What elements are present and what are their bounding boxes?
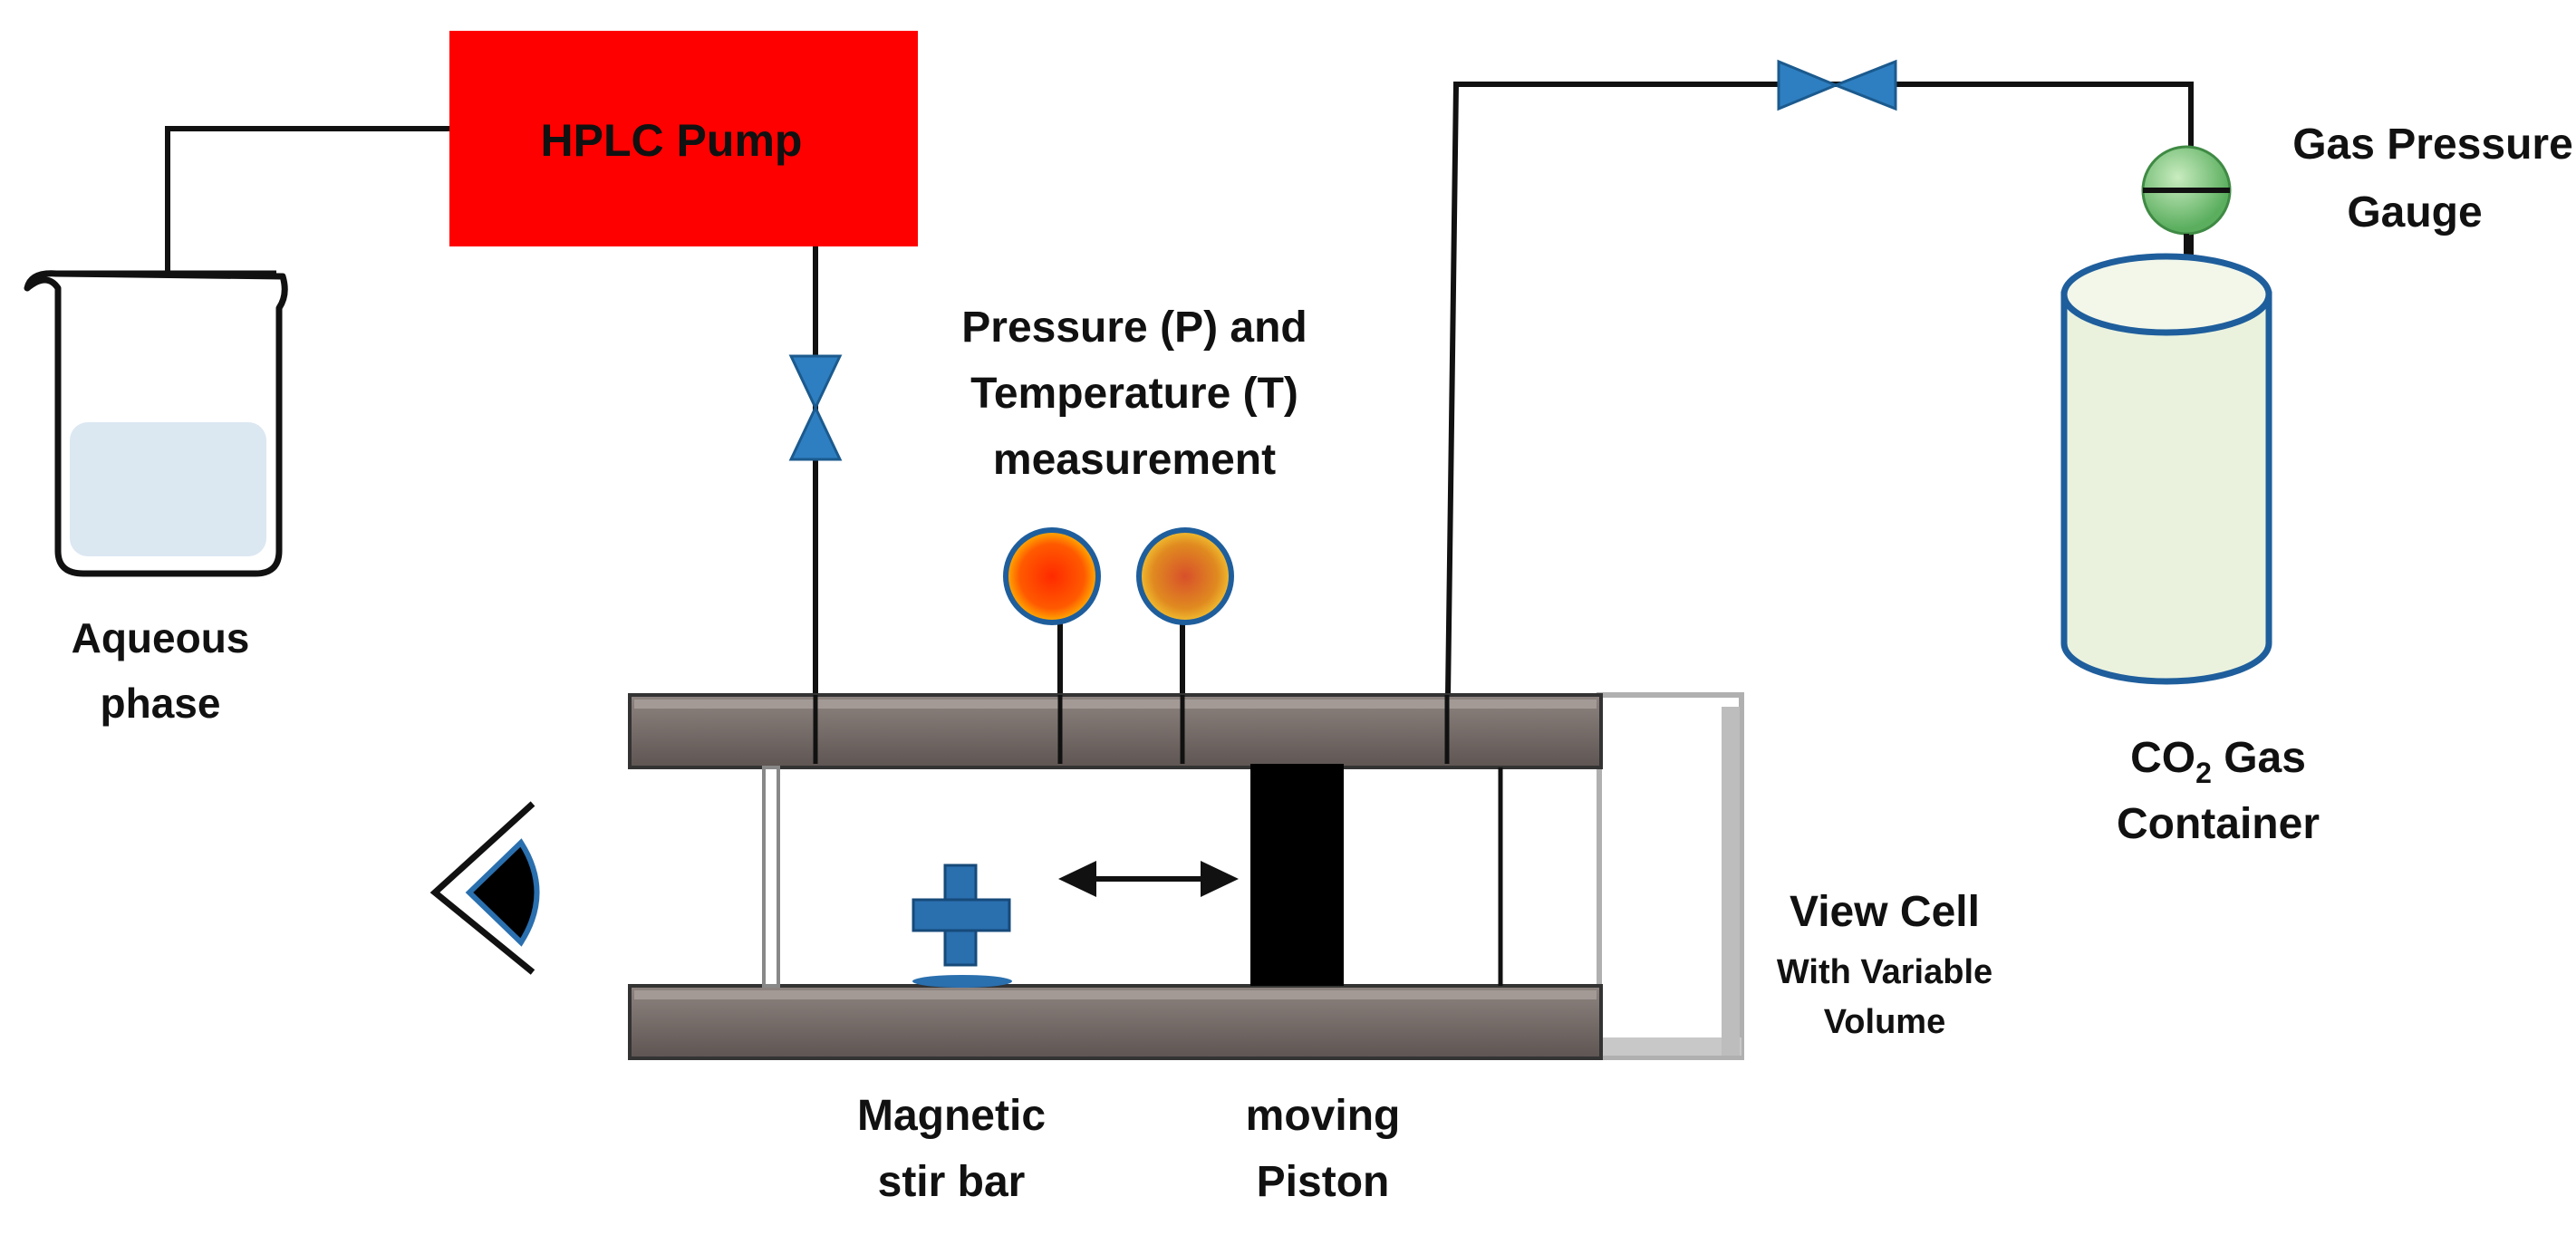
pt-label-line1: Pressure (P) and	[961, 304, 1307, 352]
pt-label-line2: Temperature (T)	[970, 370, 1298, 418]
aqueous-feed-line	[165, 126, 449, 272]
gas-cylinder-icon	[2060, 253, 2272, 685]
stir-bar-icon	[912, 864, 1012, 988]
view-cell-label-line3: Volume	[1824, 1003, 1945, 1041]
double-arrow-icon	[1058, 861, 1239, 897]
temperature-sensor-icon	[1136, 527, 1234, 625]
beaker-icon	[24, 270, 288, 577]
co2-label-line1: CO2 Gas	[2130, 734, 2306, 789]
pt-label-line3: measurement	[993, 436, 1276, 484]
hplc-pump: HPLC Pump	[449, 31, 918, 246]
view-cell	[628, 692, 1744, 1060]
gas-valve-icon	[1777, 59, 1897, 111]
co2-suffix: Gas	[2212, 734, 2306, 782]
gas-gauge-label-line1: Gas Pressure	[2292, 121, 2573, 169]
view-cell-label-line1: View Cell	[1790, 888, 1980, 936]
aqueous-label-line2: phase	[101, 680, 221, 727]
pressure-gauge-icon	[2141, 145, 2232, 267]
piston-label-line2: Piston	[1257, 1158, 1390, 1206]
stir-bar-label-line1: Magnetic	[857, 1092, 1046, 1140]
aqueous-label-line1: Aqueous	[72, 614, 250, 661]
valve-icon	[788, 354, 843, 461]
stir-bar-label-line2: stir bar	[878, 1158, 1026, 1206]
eye-icon	[429, 801, 540, 975]
piston-label-line1: moving	[1246, 1092, 1401, 1140]
gas-gauge-label-line2: Gauge	[2347, 188, 2482, 236]
hplc-pump-label: HPLC Pump	[541, 115, 803, 166]
co2-label-line2: Container	[2117, 800, 2320, 848]
piston	[1250, 764, 1344, 986]
view-cell-label-line2: With Variable	[1777, 953, 1992, 991]
co2-subscript: 2	[2195, 757, 2212, 789]
co2-prefix: CO	[2130, 734, 2195, 782]
pressure-sensor-icon	[1003, 527, 1101, 625]
